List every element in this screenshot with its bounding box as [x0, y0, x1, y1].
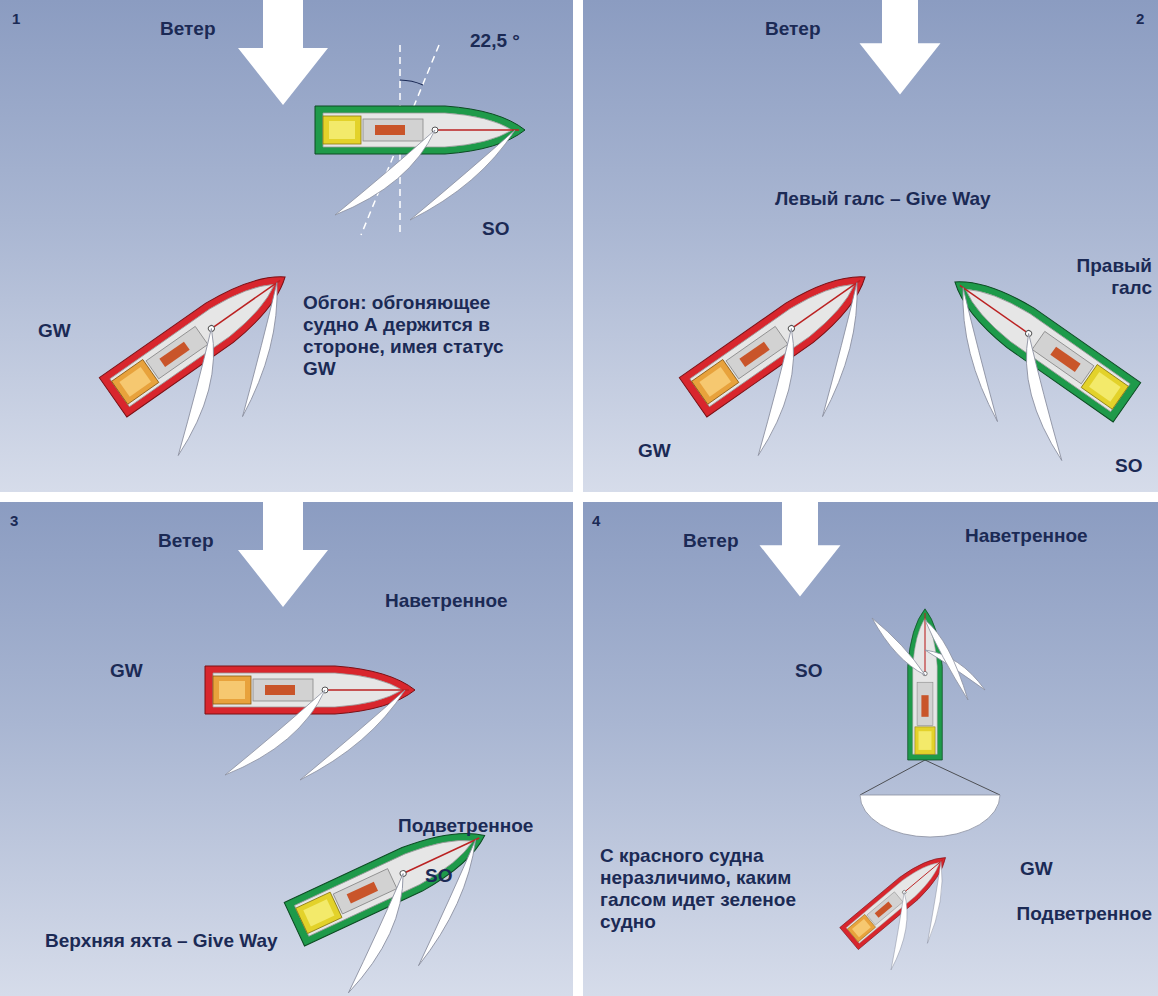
side-label: Наветренное: [385, 590, 508, 612]
callout-number: 2: [1136, 8, 1144, 30]
status-label: GW: [638, 440, 671, 462]
status-label: GW: [1020, 858, 1053, 880]
angle-label: 22,5 °: [470, 30, 520, 52]
callout-number: 3: [10, 510, 18, 532]
note-text: Обгон: обгоняющее судно А держится в сто…: [303, 292, 538, 380]
side-label: Подветренное: [1017, 903, 1152, 925]
tack-label: Правый галс: [1076, 255, 1152, 299]
wind-label: Ветер: [160, 18, 216, 40]
status-label: SO: [795, 660, 822, 682]
wind-label: Ветер: [765, 18, 821, 40]
status-label: SO: [482, 218, 509, 240]
note-text: Верхняя яхта – Give Way: [45, 930, 278, 952]
callout-number: 1: [12, 8, 20, 30]
status-label: GW: [110, 660, 143, 682]
side-label: Наветренное: [965, 525, 1088, 547]
wind-label: Ветер: [158, 530, 214, 552]
status-label: SO: [1115, 455, 1142, 477]
tack-label: Левый галс – Give Way: [775, 188, 991, 210]
side-label: Подветренное: [398, 815, 533, 837]
note-text: С красного судна неразличимо, каким галс…: [600, 845, 825, 933]
status-label: GW: [38, 320, 71, 342]
callout-number: 4: [592, 510, 600, 532]
wind-label: Ветер: [683, 530, 739, 552]
status-label: SO: [425, 865, 452, 887]
panel-ground: [583, 0, 1158, 492]
